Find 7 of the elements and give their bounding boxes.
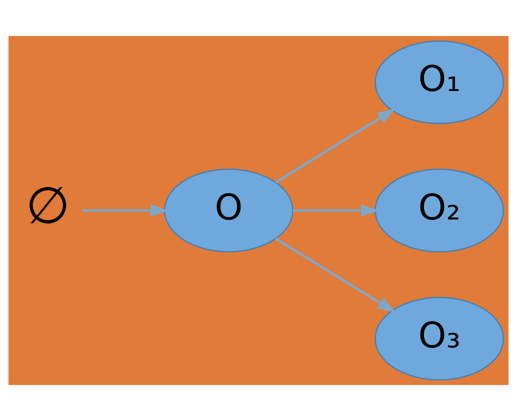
node-text: ∅ [26, 176, 70, 235]
arrow [82, 204, 168, 216]
node-ellipse: O₂ [374, 168, 504, 252]
arrow [274, 237, 396, 312]
arrow [274, 108, 396, 183]
arrow [292, 204, 379, 216]
node-ellipse: O [164, 168, 294, 252]
